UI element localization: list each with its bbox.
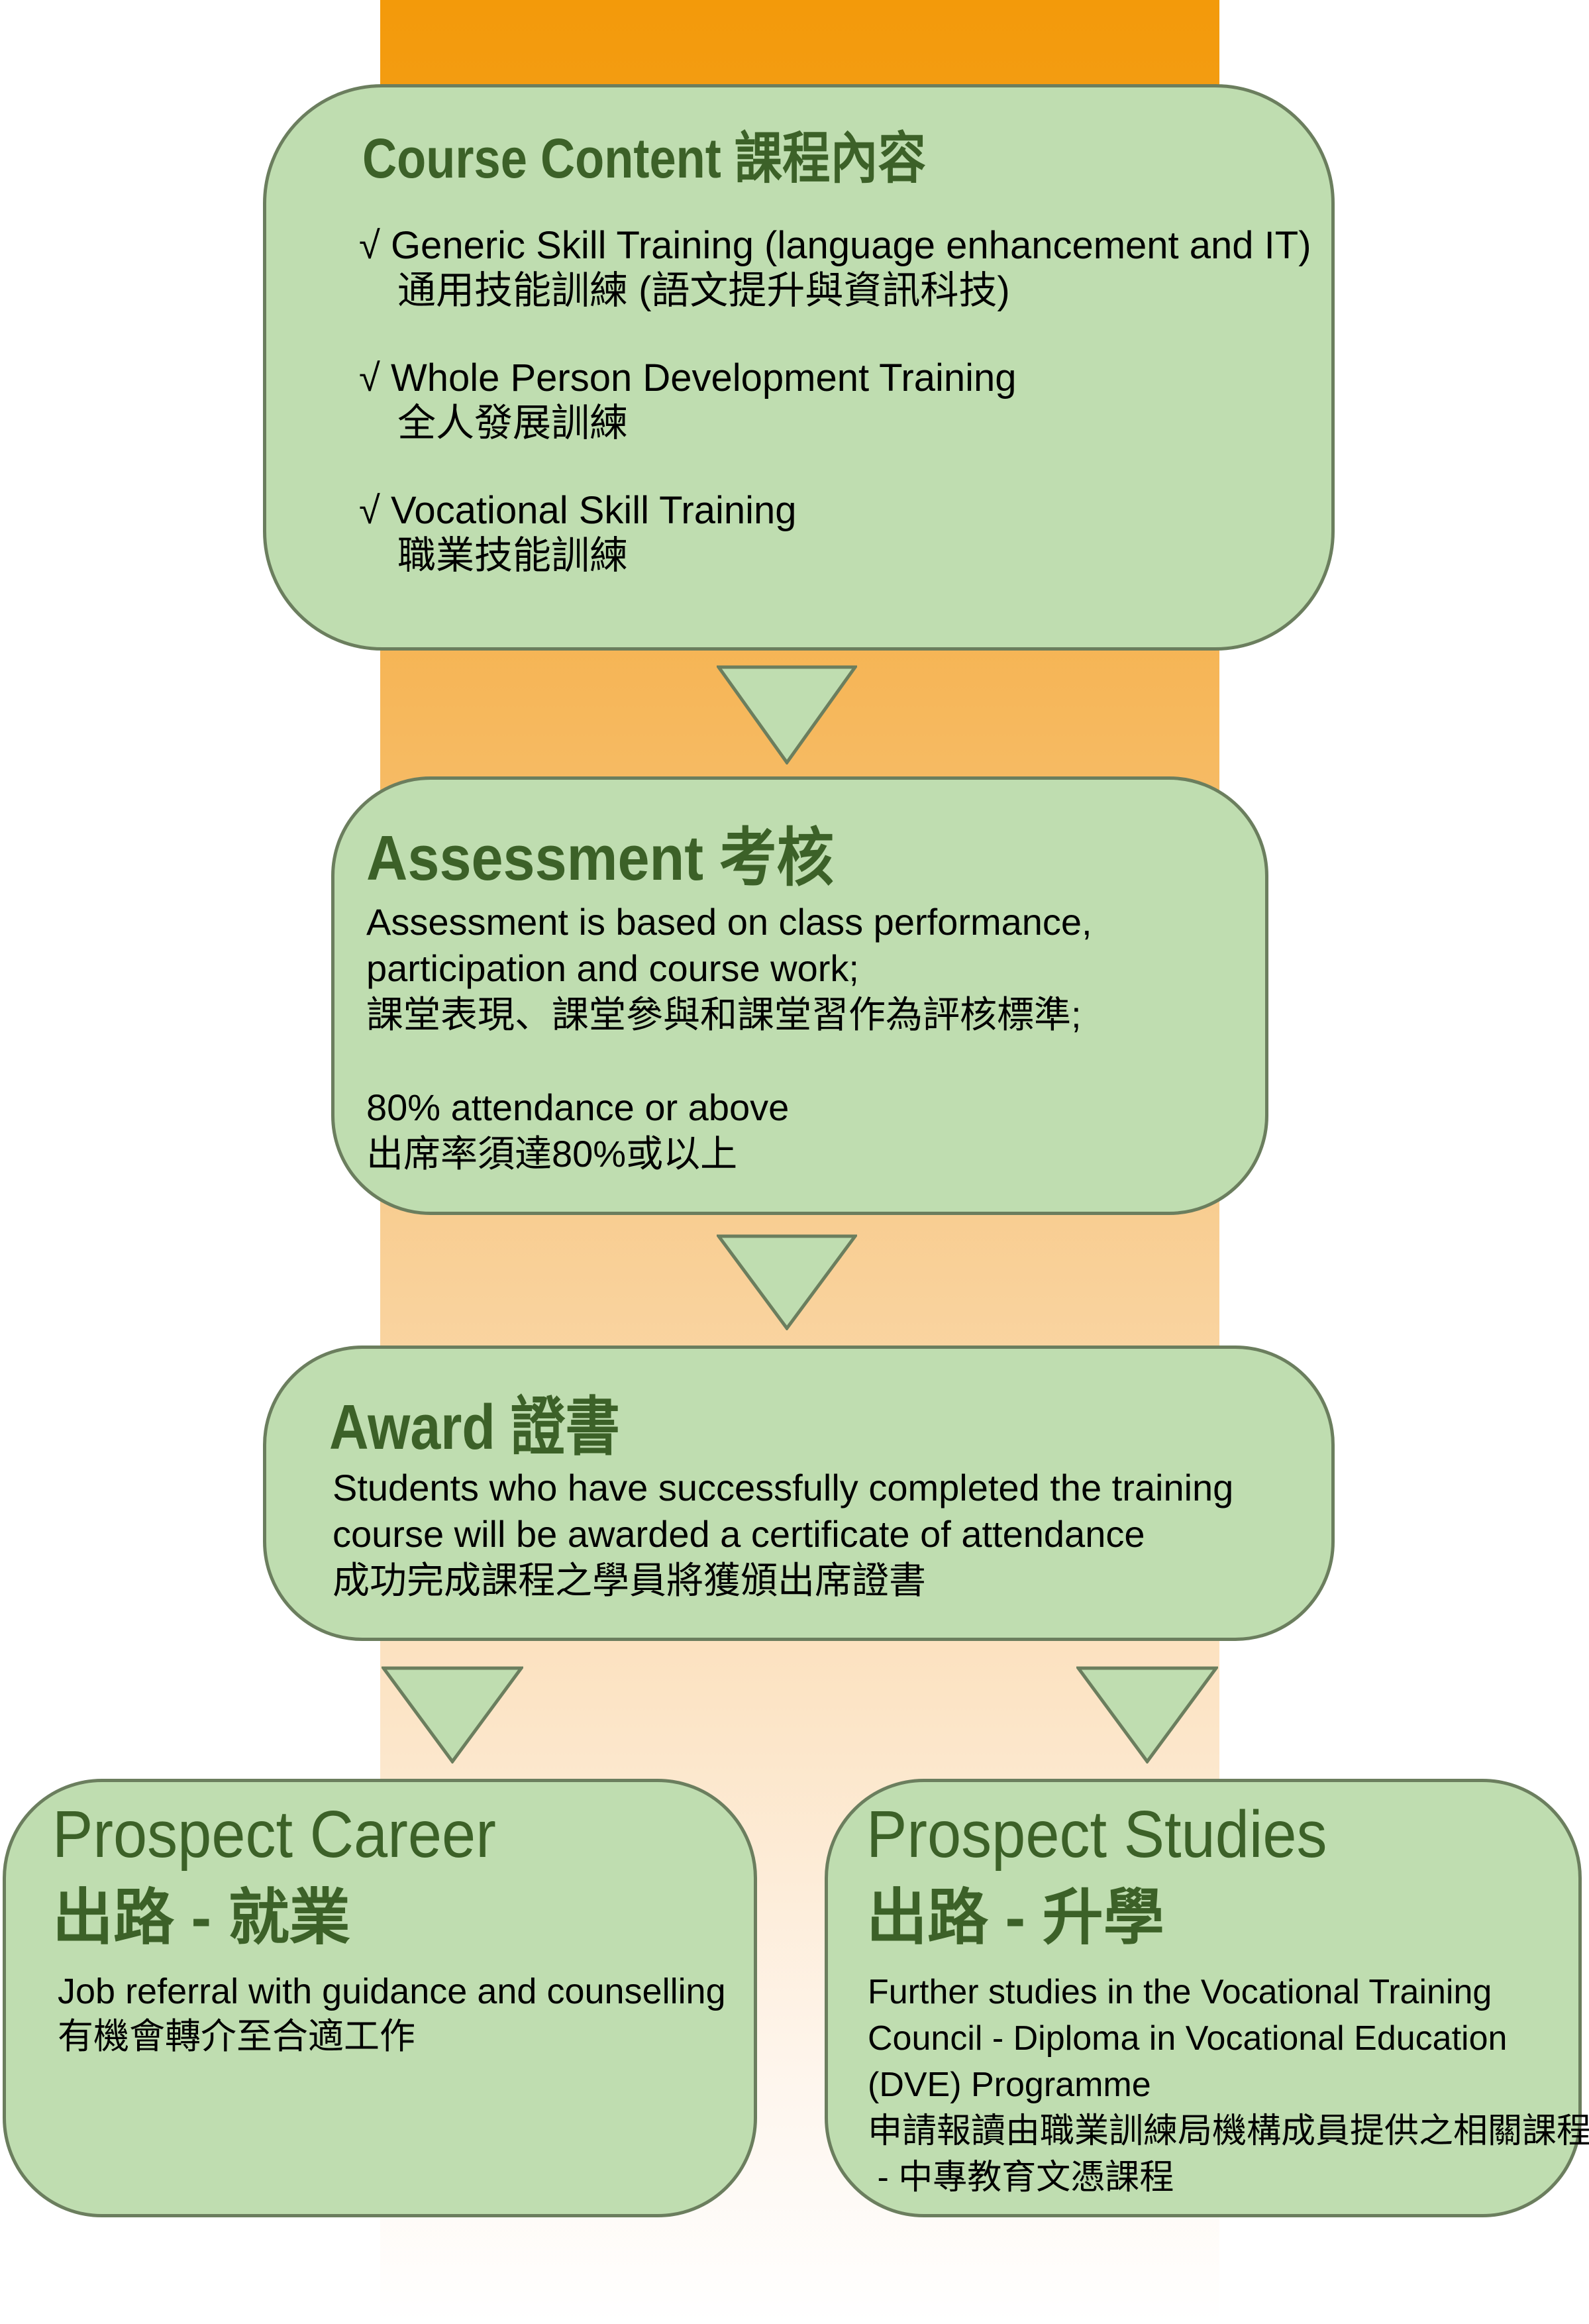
award-box: Award 證書 Students who have successfully … <box>263 1346 1335 1641</box>
assessment-line-4: 80% attendance or above <box>366 1086 790 1128</box>
studies-line-3: (DVE) Programme <box>868 2066 1151 2104</box>
prospect-career-box: Prospect Career 出路 - 就業 Job referral wit… <box>3 1779 757 2217</box>
award-line-2: course will be awarded a certificate of … <box>333 1513 1145 1555</box>
course-item-2-en: √ Whole Person Development Training <box>359 356 1017 399</box>
course-item-1-zh: 通用技能訓練 (語文提升與資訊科技) <box>397 269 1010 312</box>
assessment-box: Assessment 考核 Assessment is based on cla… <box>331 776 1268 1215</box>
studies-line-4: 申請報讀由職業訓練局機構成員提供之相關課程 <box>868 2112 1589 2150</box>
course-content-box: Course Content 課程內容 √ Generic Skill Trai… <box>263 84 1335 651</box>
assessment-line-3: 課堂表現、課堂參與和課堂習作為評核標準; <box>366 994 1082 1035</box>
career-line-1: Job referral with guidance and counselli… <box>58 1972 726 2011</box>
assessment-line-1: Assessment is based on class performance… <box>366 901 1092 943</box>
course-item-3-en: √ Vocational Skill Training <box>359 488 797 532</box>
award-line-1: Students who have successfully completed… <box>333 1467 1234 1508</box>
prospect-career-title-zh: 出路 - 就業 <box>52 1884 350 1952</box>
prospect-studies-box: Prospect Studies 出路 - 升學 Further studies… <box>825 1779 1589 2217</box>
studies-line-5: - 中專教育文憑課程 <box>868 2158 1174 2197</box>
course-item-3-zh: 職業技能訓練 <box>397 533 629 577</box>
course-item-1-en: √ Generic Skill Training (language enhan… <box>359 224 1311 267</box>
studies-line-1: Further studies in the Vocational Traini… <box>868 1973 1492 2011</box>
prospect-studies-title-en: Prospect Studies <box>866 1797 1327 1872</box>
prospect-career-title-en: Prospect Career <box>52 1797 496 1872</box>
assessment-line-5: 出席率須達80%或以上 <box>366 1133 738 1175</box>
down-arrow-icon <box>717 665 857 765</box>
award-text: Students who have successfully completed… <box>333 1465 1233 1604</box>
course-content-list: √ Generic Skill Training (language enhan… <box>359 223 1311 578</box>
studies-line-2: Council - Diploma in Vocational Educatio… <box>868 2019 1508 2058</box>
down-arrow-left-icon <box>382 1666 523 1764</box>
course-content-title: Course Content 課程內容 <box>362 127 926 189</box>
down-arrow-icon <box>717 1234 857 1330</box>
assessment-text: Assessment is based on class performance… <box>366 899 1092 1177</box>
down-arrow-right-icon <box>1076 1666 1218 1764</box>
award-title: Award 證書 <box>329 1392 620 1463</box>
prospect-career-text: Job referral with guidance and counselli… <box>58 1969 726 2059</box>
assessment-line-2: participation and course work; <box>366 947 859 989</box>
assessment-title: Assessment 考核 <box>366 823 834 894</box>
prospect-studies-title-zh: 出路 - 升學 <box>866 1884 1164 1952</box>
career-line-2: 有機會轉介至合適工作 <box>58 2017 415 2056</box>
prospect-studies-text: Further studies in the Vocational Traini… <box>868 1969 1589 2201</box>
course-item-2-zh: 全人發展訓練 <box>397 401 629 445</box>
award-line-3: 成功完成課程之學員將獲頒出席證書 <box>333 1559 926 1601</box>
